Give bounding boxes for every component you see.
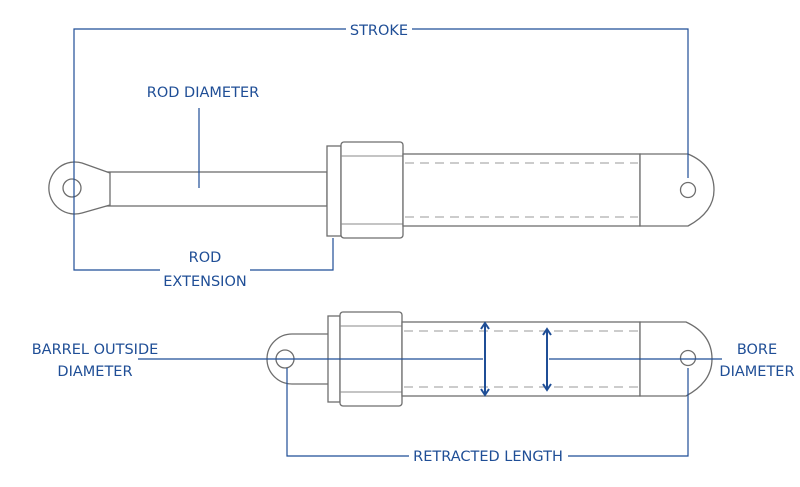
barrel-outside-label-line1: BARREL OUTSIDE bbox=[32, 342, 159, 358]
labels: STROKE ROD DIAMETER ROD EXTENSION BARREL… bbox=[32, 23, 795, 465]
stroke-label: STROKE bbox=[350, 23, 408, 39]
retracted-length-label: RETRACTED LENGTH bbox=[413, 449, 563, 465]
cap-end-clevis bbox=[639, 153, 715, 227]
rod-diameter-label: ROD DIAMETER bbox=[147, 85, 259, 101]
barrel bbox=[402, 153, 641, 227]
retracted-cap-end-pin-hole bbox=[679, 349, 697, 367]
rod-extension-dimension-line bbox=[73, 190, 334, 271]
stroke-dimension-line bbox=[73, 28, 689, 190]
rod-extension-label-line2: EXTENSION bbox=[163, 274, 246, 290]
bore-label-line2: DIAMETER bbox=[719, 364, 794, 380]
piston-rod bbox=[104, 171, 328, 207]
barrel-outside-label-line2: DIAMETER bbox=[57, 364, 132, 380]
extended-cylinder bbox=[48, 141, 715, 239]
dimension-lines bbox=[73, 28, 722, 457]
retracted-length-dimension-line bbox=[286, 368, 689, 457]
bore-label-line1: BORE bbox=[737, 342, 777, 358]
rod-extension-label-line1: ROD bbox=[189, 250, 222, 266]
bore-diameter-arrow bbox=[542, 327, 552, 392]
rod-end-pin-hole bbox=[62, 178, 82, 198]
gland bbox=[326, 145, 342, 237]
cap-end-pin-hole bbox=[679, 181, 697, 199]
barrel-outside-arrow bbox=[480, 321, 490, 397]
